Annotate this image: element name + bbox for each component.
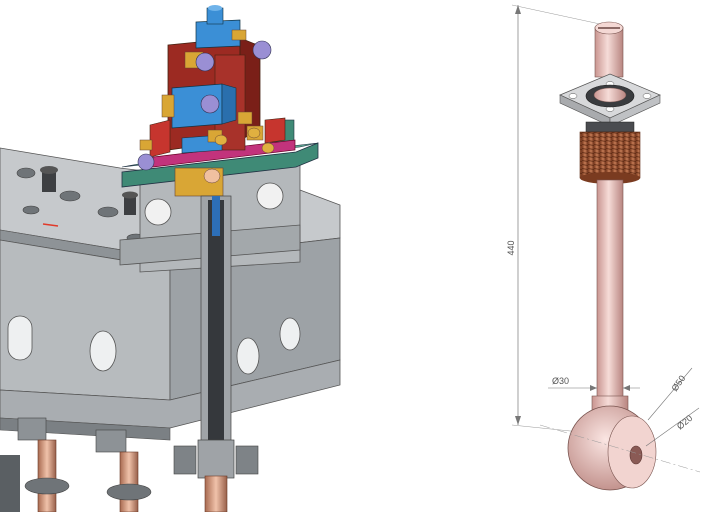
eye-centerline xyxy=(539,424,701,473)
mounting-flange xyxy=(559,73,661,127)
right-part-view: 440 xyxy=(506,4,701,491)
length-dimension: 440 xyxy=(506,4,601,433)
length-dim-label: 440 xyxy=(506,240,516,255)
left-assembly-view xyxy=(0,5,341,512)
piston-rod xyxy=(596,179,624,399)
brass-brackets xyxy=(139,29,264,197)
lower-supports xyxy=(0,417,152,512)
eye-bore-diameter-dimension: Ø20 xyxy=(645,407,700,447)
eye-outer-diameter-dimension: Ø50 xyxy=(647,367,693,421)
rod-diameter-dimension: Ø30 xyxy=(548,376,640,391)
bolt-heads xyxy=(137,40,275,184)
threaded-gland xyxy=(579,121,641,184)
rod-diameter-label: Ø30 xyxy=(552,376,569,386)
eye-bore-diameter-label: Ø20 xyxy=(675,413,694,432)
rod-top-cap xyxy=(594,21,624,78)
vertical-drive-rod xyxy=(173,195,259,512)
rod-eye-end xyxy=(567,405,657,491)
